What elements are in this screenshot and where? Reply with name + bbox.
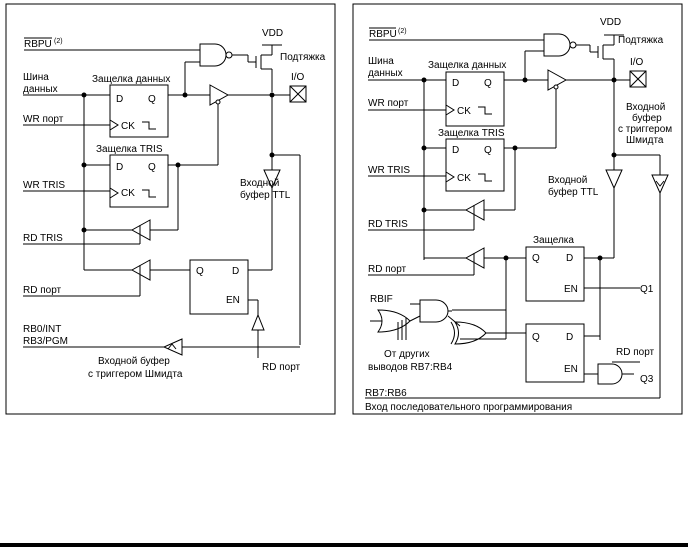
right-data-latch-title: Защелка данных	[428, 60, 506, 71]
left-data-latch-q: Q	[148, 94, 156, 105]
right-tris-latch-q: Q	[484, 145, 492, 156]
left-rd-port-buffer	[130, 259, 151, 281]
right-pullup-label: Подтяжка	[618, 35, 664, 46]
right-data-latch-d: D	[452, 78, 459, 89]
left-ttl-label-1: Входной	[240, 178, 279, 189]
left-frame	[5, 3, 336, 415]
left-rd-latch-d: D	[232, 266, 239, 277]
right-tris-latch-ck: CK	[457, 173, 471, 184]
left-tris-latch-title: Защелка TRIS	[96, 144, 163, 155]
right-ttl-input-buffer	[605, 169, 623, 190]
right-q3-label: Q3	[640, 374, 654, 385]
page-bottom-rule	[0, 543, 688, 547]
right-and-gate	[419, 299, 449, 323]
right-q1-label: Q1	[640, 284, 654, 295]
right-vdd-label: VDD	[600, 17, 621, 28]
left-data-latch-title: Защелка данных	[92, 74, 170, 85]
right-latch-q3-q: Q	[532, 332, 540, 343]
right-data-latch	[445, 71, 505, 127]
right-latch-q3-en: EN	[564, 364, 578, 375]
left-tris-latch-q: Q	[148, 162, 156, 173]
left-wr-tris-label: WR TRIS	[23, 180, 65, 191]
left-schematic: RBPU (2) VDD Подтяжка Шина данных Защелк…	[5, 3, 336, 415]
left-rd-port-label: RD порт	[23, 285, 62, 296]
left-io-label: I/O	[291, 72, 305, 83]
left-schmitt-label-1: Входной буфер	[98, 355, 170, 367]
right-data-latch-q: Q	[484, 78, 492, 89]
left-tris-latch-d: D	[116, 162, 123, 173]
right-others-label-1: От других	[384, 349, 430, 360]
right-or-gate	[377, 309, 411, 333]
left-rb3-label: RB3/PGM	[23, 336, 68, 347]
right-tris-latch-d: D	[452, 145, 459, 156]
right-latch-q1	[525, 246, 585, 302]
right-schmitt-label-4: Шмидта	[626, 135, 664, 146]
right-latch-q1-en: EN	[564, 284, 578, 295]
right-latch-q3-d: D	[566, 332, 573, 343]
left-pullup-label: Подтяжка	[280, 52, 326, 63]
left-rd-latch-en: EN	[226, 295, 240, 306]
right-databus-label-2: данных	[368, 68, 403, 79]
right-rd-port-buffer	[464, 247, 485, 269]
right-tris-latch-title: Защелка TRIS	[438, 128, 505, 139]
right-rd-tris-label: RD TRIS	[368, 219, 408, 230]
right-wr-port-label: WR порт	[368, 98, 409, 109]
left-databus-label-1: Шина	[23, 72, 49, 83]
left-data-latch	[109, 84, 169, 138]
left-vdd-label: VDD	[262, 28, 283, 39]
left-tris-latch-ck: CK	[121, 188, 135, 199]
right-rbpu-note: (2)	[398, 28, 407, 35]
left-ttl-input-buffer	[263, 169, 281, 190]
right-io-label: I/O	[630, 57, 644, 68]
right-rbif-label: RBIF	[370, 294, 393, 305]
right-data-latch-ck: CK	[457, 106, 471, 117]
right-rb76-label: RB7:RB6	[365, 388, 407, 399]
left-rd-latch	[189, 259, 249, 315]
left-rd-tris-label: RD TRIS	[23, 233, 63, 244]
right-pullup-nand-gate	[543, 33, 571, 57]
right-tris-latch	[445, 138, 505, 192]
right-frame	[352, 3, 683, 415]
right-ttl-label-2: буфер TTL	[548, 186, 599, 198]
left-data-latch-ck: CK	[121, 121, 135, 132]
left-en-inverter	[251, 313, 265, 331]
left-pullup-nand-gate	[199, 43, 227, 67]
left-rd-latch-q: Q	[196, 266, 204, 277]
right-latch-q1-q: Q	[532, 253, 540, 264]
left-rd-port-bottom-label: RD порт	[262, 362, 301, 373]
left-schmitt-label-2: с триггером Шмидта	[88, 369, 183, 380]
right-schmitt-label-3: с триггером	[618, 124, 672, 135]
left-rd-tris-buffer	[130, 219, 151, 241]
right-databus-label-1: Шина	[368, 56, 394, 67]
right-rd-port2-label: RD порт	[616, 347, 655, 358]
right-rbpu-label: RBPU	[369, 29, 397, 40]
left-databus-label-2: данных	[23, 84, 58, 95]
left-ttl-label-2: буфер TTL	[240, 189, 291, 201]
left-rbpu-note: (2)	[54, 38, 63, 45]
left-rb0-label: RB0/INT	[23, 324, 61, 335]
left-data-latch-d: D	[116, 94, 123, 105]
right-rd-tris-buffer	[464, 199, 485, 221]
right-rd-port-label: RD порт	[368, 264, 407, 275]
right-wr-tris-label: WR TRIS	[368, 165, 410, 176]
left-wr-port-label: WR порт	[23, 114, 64, 125]
left-tris-latch	[109, 154, 169, 208]
right-en-and-gate	[597, 363, 623, 385]
left-schmitt-buffer	[162, 338, 183, 356]
right-ttl-label-1: Входной	[548, 175, 587, 186]
right-others-label-2: выводов RB7:RB4	[368, 362, 453, 373]
right-schmitt-label-2: буфер	[632, 112, 662, 124]
right-schematic: RBPU (2) VDD Подтяжка Шина данных Защелк…	[352, 3, 683, 415]
right-serial-label: Вход последовательного программирования	[365, 402, 572, 413]
right-latch-q1-d: D	[566, 253, 573, 264]
right-latch-q3	[525, 323, 585, 383]
right-schmitt-buffer	[651, 174, 669, 195]
right-latch-title: Защелка	[533, 235, 574, 246]
right-schmitt-label-1: Входной	[626, 102, 665, 113]
left-rbpu-label: RBPU	[24, 39, 52, 50]
